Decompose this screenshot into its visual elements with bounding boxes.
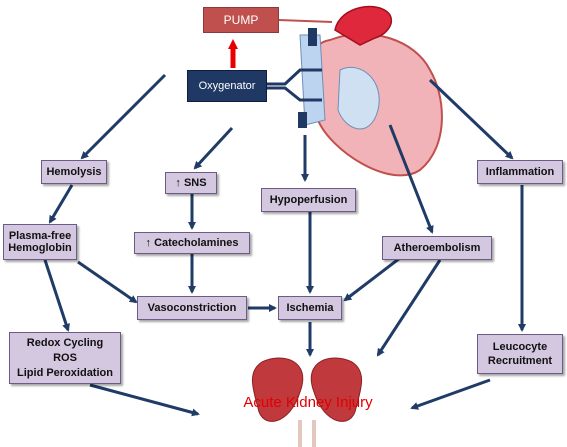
hemolysis-label: Hemolysis: [46, 166, 102, 178]
arrow-atheroembolism-to-kidney: [376, 259, 442, 357]
aorta-shape: [334, 5, 392, 46]
vena-cava-shape: [299, 34, 326, 126]
arrow-to-atheroembolism: [388, 124, 434, 234]
oxygenator-tube-upper: [267, 68, 322, 86]
hemolysis-box: Hemolysis: [41, 160, 107, 184]
ischemia-box: Ischemia: [278, 296, 342, 320]
plasma-free-label-line2: Hemoglobin: [8, 242, 72, 254]
arrow-hemolysis-to-plasma: [48, 184, 74, 224]
oxygenator-box: Oxygenator: [187, 70, 267, 102]
arrow-plasma-to-vasoconstriction: [77, 260, 138, 304]
cannula-top: [308, 28, 317, 46]
catecholamines-label: ↑ Catecholamines: [145, 237, 239, 249]
arrow-atheroembolism-to-ischemia: [343, 256, 401, 302]
redox-box: Redox Cycling ROS Lipid Peroxidation: [9, 332, 121, 384]
arrow-to-inflammation: [428, 78, 514, 160]
arrow-to-sns: [193, 126, 234, 170]
pump-box: PUMP: [203, 7, 279, 33]
oxygenator-tube-lower: [267, 86, 322, 102]
arrow-leucocyte-to-kidney: [410, 378, 491, 410]
inflammation-label: Inflammation: [485, 166, 555, 178]
redox-label-line1: Redox Cycling: [26, 336, 104, 349]
catecholamines-box: ↑ Catecholamines: [134, 232, 250, 254]
ureter-left: [298, 420, 302, 447]
right-kidney-shape: [310, 357, 362, 422]
ischemia-label: Ischemia: [286, 302, 334, 314]
redox-label-line3: Lipid Peroxidation: [17, 366, 113, 379]
ureter-right: [312, 420, 316, 447]
sns-box: ↑ SNS: [165, 172, 217, 194]
kidneys-illustration: [252, 357, 362, 447]
leucocyte-label-line2: Recruitment: [487, 355, 553, 367]
leucocyte-recruitment-box: Leucocyte Recruitment: [477, 334, 563, 374]
cannula-bottom: [298, 112, 307, 128]
left-kidney-shape: [252, 357, 304, 422]
atheroembolism-label: Atheroembolism: [393, 242, 481, 254]
arrow-plasma-to-redox: [43, 259, 70, 332]
leucocyte-label-line1: Leucocyte: [492, 341, 548, 353]
inflammation-box: Inflammation: [477, 160, 563, 184]
heart-illustration: [267, 5, 443, 177]
hypoperfusion-box: Hypoperfusion: [261, 188, 356, 212]
plasma-free-hemoglobin-box: Plasma-free Hemoglobin: [3, 224, 77, 260]
arrow-redox-to-kidney: [89, 383, 200, 417]
sns-label: ↑ SNS: [175, 177, 207, 189]
vasoconstriction-box: Vasoconstriction: [137, 296, 247, 320]
vasoconstriction-label: Vasoconstriction: [147, 302, 237, 314]
atheroembolism-box: Atheroembolism: [382, 236, 492, 260]
redox-label-line2: ROS: [53, 351, 77, 364]
hypoperfusion-label: Hypoperfusion: [269, 194, 348, 206]
pump-tube: [278, 19, 333, 23]
plasma-free-label-line1: Plasma-free: [8, 230, 72, 242]
inner-chamber: [337, 66, 380, 130]
acute-kidney-injury-label: Acute Kidney Injury: [243, 394, 373, 411]
arrow-to-hemolysis: [80, 73, 167, 160]
